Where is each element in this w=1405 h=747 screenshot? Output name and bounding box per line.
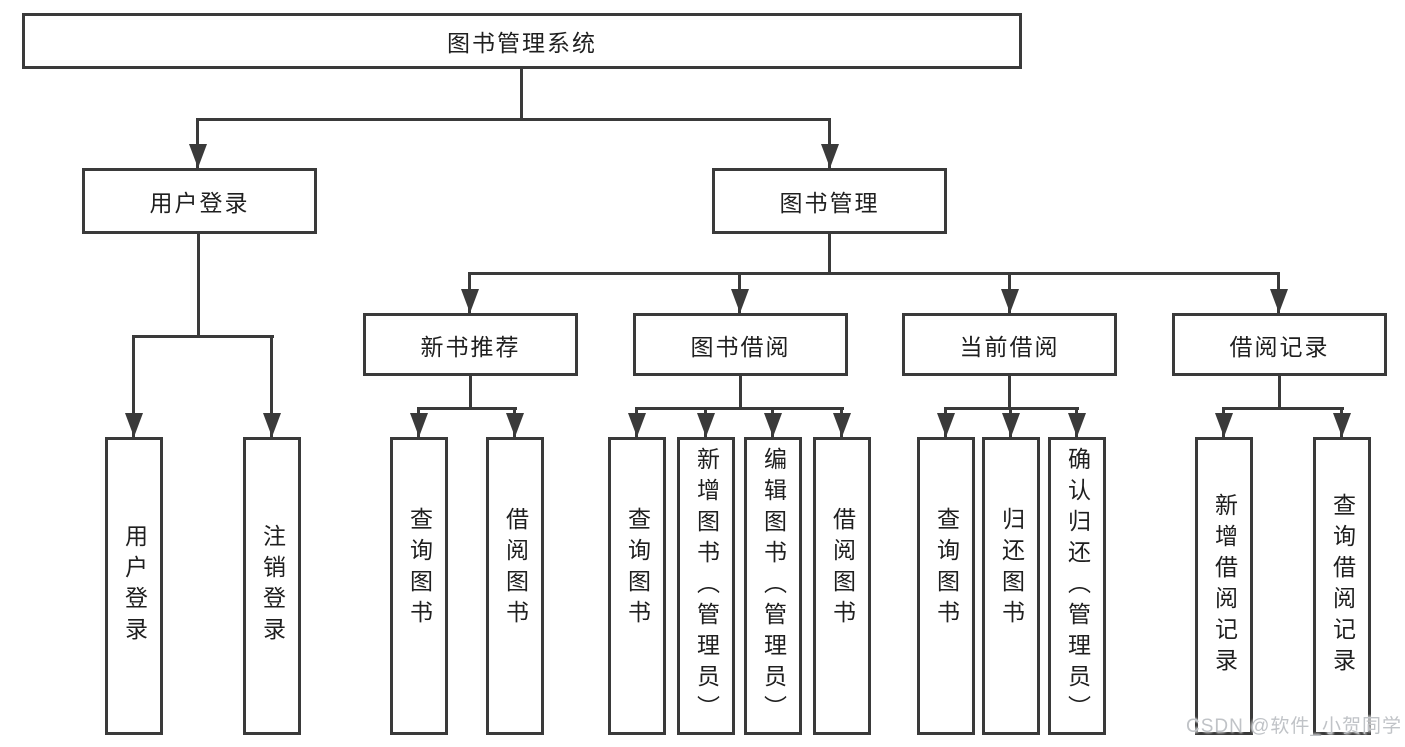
connector-level2-rail (468, 272, 1280, 275)
leaf-borrow-books-1: 借阅图书 (486, 437, 544, 735)
connector-user-login-stem (197, 234, 200, 338)
node-label: 当前借阅 (959, 333, 1060, 360)
arrow-to-edit-books (771, 407, 774, 437)
leaf-label: 查询图书 (406, 507, 433, 631)
node-label: 图书借阅 (690, 333, 791, 360)
connector-new-book-rail (417, 407, 517, 410)
arrow-to-leaf-logout (270, 335, 273, 437)
connector-root-stem (520, 69, 523, 120)
node-new-book-recommendation: 新书推荐 (363, 313, 578, 376)
node-label: 图书管理系统 (447, 30, 597, 56)
leaf-edit-books-admin: 编辑图书（管理员） (744, 437, 802, 735)
leaf-query-books-3: 查询图书 (917, 437, 975, 735)
node-current-borrowing: 当前借阅 (902, 313, 1117, 376)
arrow-to-query-borrow-record (1340, 407, 1343, 437)
leaf-confirm-return-admin: 确认归还（管理员） (1048, 437, 1106, 735)
connector-new-book-stem (469, 376, 472, 410)
leaf-add-borrow-record: 新增借阅记录 (1195, 437, 1253, 735)
leaf-logout: 注销登录 (243, 437, 301, 735)
arrow-to-confirm-return (1075, 407, 1078, 437)
leaf-query-books-1: 查询图书 (390, 437, 448, 735)
csdn-watermark: CSDN @软件_小贺同学 (1186, 716, 1402, 737)
node-label: 新书推荐 (420, 333, 521, 360)
connector-level1-rail (197, 118, 831, 121)
leaf-label: 新增图书（管理员） (693, 447, 720, 726)
leaf-label: 新增借阅记录 (1211, 493, 1238, 679)
leaf-label: 查询借阅记录 (1329, 493, 1356, 679)
leaf-label: 编辑图书（管理员） (760, 447, 787, 726)
connector-book-borrowing-rail (635, 407, 844, 410)
leaf-label: 确认归还（管理员） (1064, 447, 1091, 726)
arrow-to-add-borrow-record (1222, 407, 1225, 437)
connector-borrowing-records-stem (1278, 376, 1281, 410)
leaf-label: 借阅图书 (829, 507, 856, 631)
arrow-to-leaf-user-login (132, 335, 135, 437)
leaf-query-borrow-record: 查询借阅记录 (1313, 437, 1371, 735)
node-book-borrowing: 图书借阅 (633, 313, 848, 376)
arrow-to-borrow-books-2 (840, 407, 843, 437)
arrow-to-return-books (1009, 407, 1012, 437)
leaf-label: 查询图书 (933, 507, 960, 631)
leaf-return-books: 归还图书 (982, 437, 1040, 735)
leaf-label: 注销登录 (259, 524, 286, 648)
connector-current-borrowing-stem (1008, 376, 1011, 410)
leaf-label: 借阅图书 (502, 507, 529, 631)
arrow-to-user-login (196, 118, 199, 168)
connector-user-login-rail (132, 335, 274, 338)
arrow-to-new-book-recommendation (468, 272, 471, 313)
node-label: 用户登录 (149, 190, 250, 216)
arrow-to-add-books (704, 407, 707, 437)
arrow-to-current-borrowing (1008, 272, 1011, 313)
leaf-add-books-admin: 新增图书（管理员） (677, 437, 735, 735)
leaf-label: 查询图书 (624, 507, 651, 631)
leaf-borrow-books-2: 借阅图书 (813, 437, 871, 735)
leaf-user-login: 用户登录 (105, 437, 163, 735)
connector-book-borrowing-stem (739, 376, 742, 410)
node-borrowing-records: 借阅记录 (1172, 313, 1387, 376)
arrow-to-query-books-3 (944, 407, 947, 437)
arrow-to-borrowing-records (1277, 272, 1280, 313)
leaf-label: 用户登录 (121, 524, 148, 648)
node-library-management-system: 图书管理系统 (22, 13, 1022, 69)
node-label: 借阅记录 (1229, 333, 1330, 360)
leaf-query-books-2: 查询图书 (608, 437, 666, 735)
arrow-to-query-books-1 (417, 407, 420, 437)
node-label: 图书管理 (779, 190, 880, 216)
arrow-to-book-borrowing (738, 272, 741, 313)
node-user-login: 用户登录 (82, 168, 317, 234)
arrow-to-borrow-books-1 (513, 407, 516, 437)
connector-book-management-stem (828, 234, 831, 275)
leaf-label: 归还图书 (998, 507, 1025, 631)
arrow-to-book-management (828, 118, 831, 168)
arrow-to-query-books-2 (635, 407, 638, 437)
connector-borrowing-records-rail (1222, 407, 1344, 410)
node-book-management: 图书管理 (712, 168, 947, 234)
